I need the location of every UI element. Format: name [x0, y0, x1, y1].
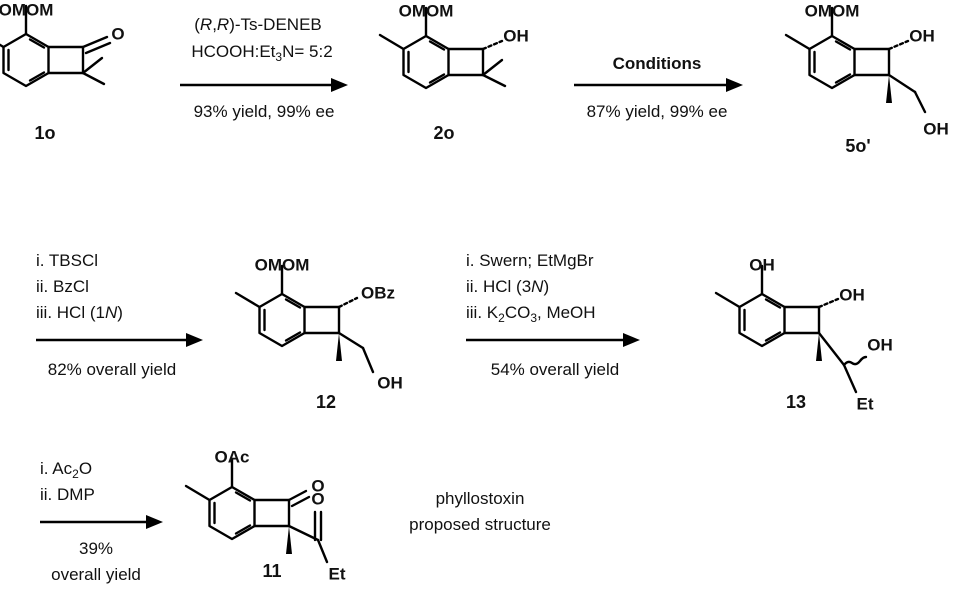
atom-label-et: Et [857, 394, 874, 413]
step1-reagent-hcooh: HCOOH:Et3N= 5:2 [191, 42, 332, 64]
compound-13: OH OH OH Et 13 [714, 255, 893, 413]
step5-reagent-2: ii. DMP [40, 485, 95, 504]
compound-label-5o-prime: 5o' [845, 136, 870, 156]
compound-2o: OMOM OH 2o [378, 1, 529, 143]
structure-note: phyllostoxin proposed structure [409, 489, 551, 534]
step2-conditions: Conditions [613, 54, 702, 73]
atom-label-omom: OMOM [399, 1, 454, 20]
step4-reagent-1: i. Swern; EtMgBr [466, 251, 594, 270]
step5-yield-percent: 39% [79, 539, 113, 558]
compound-5o-prime: OMOM OH OH 5o' [784, 1, 949, 156]
compound-11: OAc O O Et 11 [184, 447, 346, 583]
reaction-step-4: i. Swern; EtMgBr ii. HCl (3N) iii. K2CO3… [466, 251, 640, 379]
step3-reagent-2: ii. BzCl [36, 277, 89, 296]
step1-reagent-ts-deneb: (R,R)-Ts-DENEB [194, 15, 322, 34]
atom-label-oh: OH [749, 255, 775, 274]
atom-label-omom: OMOM [0, 0, 53, 19]
atom-label-o: O [311, 476, 324, 495]
step5-reagent-1: i. Ac2O [40, 459, 92, 481]
atom-label-o: O [311, 489, 324, 508]
atom-label-oh: OH [503, 26, 529, 45]
step4-reagent-2: ii. HCl (3N) [466, 277, 549, 296]
reaction-step-2: Conditions 87% yield, 99% ee [574, 54, 743, 121]
atom-label-oh: OH [909, 26, 935, 45]
step5-yield-text: overall yield [51, 565, 141, 584]
step4-reagent-3: iii. K2CO3, MeOH [466, 303, 596, 325]
atom-label-o: O [111, 24, 124, 43]
step2-yield: 87% yield, 99% ee [587, 102, 728, 121]
compound-1o: OMOM O 1o [0, 0, 125, 143]
step4-yield: 54% overall yield [491, 360, 620, 379]
note-line-1: phyllostoxin [436, 489, 525, 508]
step3-yield: 82% overall yield [48, 360, 177, 379]
compound-label-2o: 2o [433, 123, 454, 143]
atom-label-et: Et [329, 564, 346, 583]
atom-label-oh: OH [867, 335, 893, 354]
compound-label-1o: 1o [34, 123, 55, 143]
compound-12: OMOM OBz OH 12 [234, 255, 403, 412]
step3-reagent-1: i. TBSCl [36, 251, 98, 270]
note-line-2: proposed structure [409, 515, 551, 534]
reaction-step-3: i. TBSCl ii. BzCl iii. HCl (1N) 82% over… [36, 251, 203, 379]
compound-label-12: 12 [316, 392, 336, 412]
reaction-step-5: i. Ac2O ii. DMP 39% overall yield [40, 459, 163, 584]
atom-label-oac: OAc [215, 447, 250, 466]
compound-label-13: 13 [786, 392, 806, 412]
atom-label-omom: OMOM [255, 255, 310, 274]
atom-label-obz: OBz [361, 283, 395, 302]
step1-yield: 93% yield, 99% ee [194, 102, 335, 121]
step3-reagent-3: iii. HCl (1N) [36, 303, 123, 322]
reaction-step-1: (R,R)-Ts-DENEB HCOOH:Et3N= 5:2 93% yield… [180, 15, 348, 121]
atom-label-oh: OH [923, 119, 949, 138]
compound-label-11: 11 [262, 561, 281, 581]
atom-label-oh: OH [377, 373, 403, 392]
atom-label-oh: OH [839, 285, 865, 304]
atom-label-omom: OMOM [805, 1, 860, 20]
